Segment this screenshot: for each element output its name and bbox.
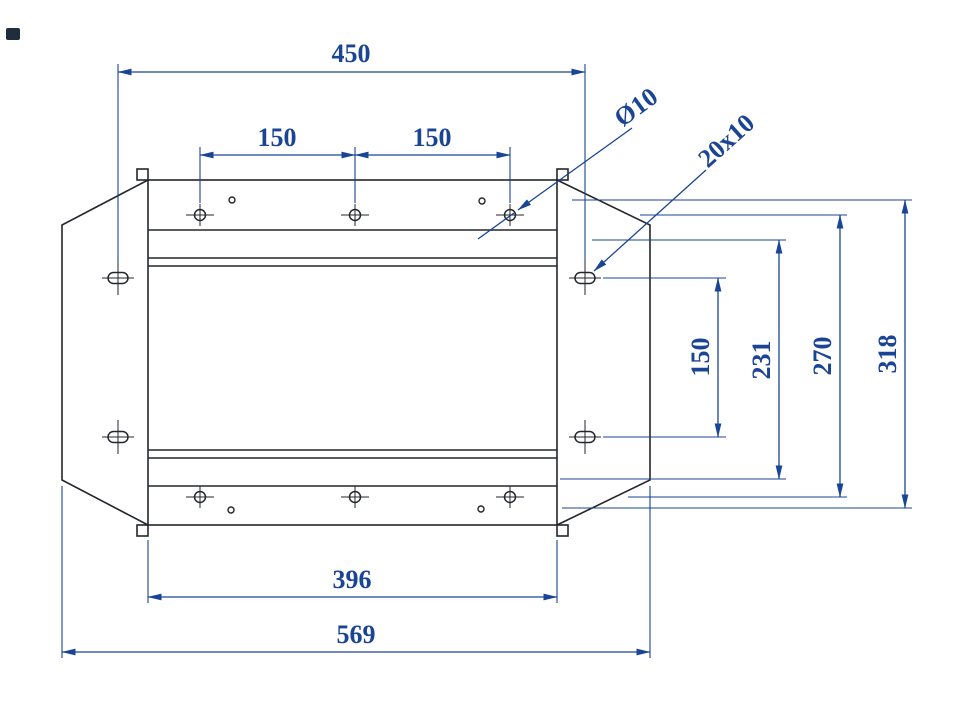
dim-label-diameter: Ø10 xyxy=(609,82,663,133)
dim-label-270: 270 xyxy=(808,337,837,376)
slot-left-bottom xyxy=(102,420,134,454)
left-wing-outline xyxy=(61,179,149,526)
slot-right-top xyxy=(569,261,601,295)
hole-top-left xyxy=(186,204,214,226)
hole-bottom-right xyxy=(496,486,524,508)
hole-bottom-left xyxy=(186,486,214,508)
dim-label-396: 396 xyxy=(333,565,372,594)
dim-label-150-left: 150 xyxy=(258,123,297,152)
dimension-396: 396 xyxy=(147,540,558,603)
part-outline xyxy=(61,168,651,537)
dim-label-150-vertical: 150 xyxy=(686,338,715,377)
dimension-450: 450 xyxy=(117,39,586,261)
main-plate-outline xyxy=(147,179,558,526)
dim-label-150-right: 150 xyxy=(413,123,452,152)
dim-label-318: 318 xyxy=(873,335,902,374)
right-wing-outline xyxy=(556,179,651,526)
tab-bottom-right xyxy=(556,524,569,537)
hole-top-right xyxy=(496,204,524,226)
dimension-231: 231 xyxy=(560,239,786,480)
tab-bottom-left xyxy=(136,524,149,537)
slot-left-top xyxy=(102,261,134,295)
holes xyxy=(102,196,601,514)
dim-label-569: 569 xyxy=(337,620,376,649)
dim-label-slot-size: 20x10 xyxy=(692,108,760,173)
dimension-270: 270 xyxy=(628,214,847,498)
small-holes xyxy=(227,196,486,514)
corner-logo-mark xyxy=(6,28,20,40)
dimension-150-150-top: 150 150 xyxy=(199,123,511,203)
callout-slot-size: 20x10 xyxy=(593,108,760,272)
dimension-569: 569 xyxy=(61,486,651,658)
hole-top-center xyxy=(341,204,369,226)
dimension-150-right: 150 xyxy=(603,277,726,438)
hole-bottom-center xyxy=(341,486,369,508)
dimension-318: 318 xyxy=(562,199,912,509)
tab-top-left xyxy=(136,168,149,181)
dim-label-450: 450 xyxy=(332,39,371,68)
dim-label-231: 231 xyxy=(747,341,776,380)
rail-lines xyxy=(148,229,557,487)
slot-right-bottom xyxy=(569,420,601,454)
